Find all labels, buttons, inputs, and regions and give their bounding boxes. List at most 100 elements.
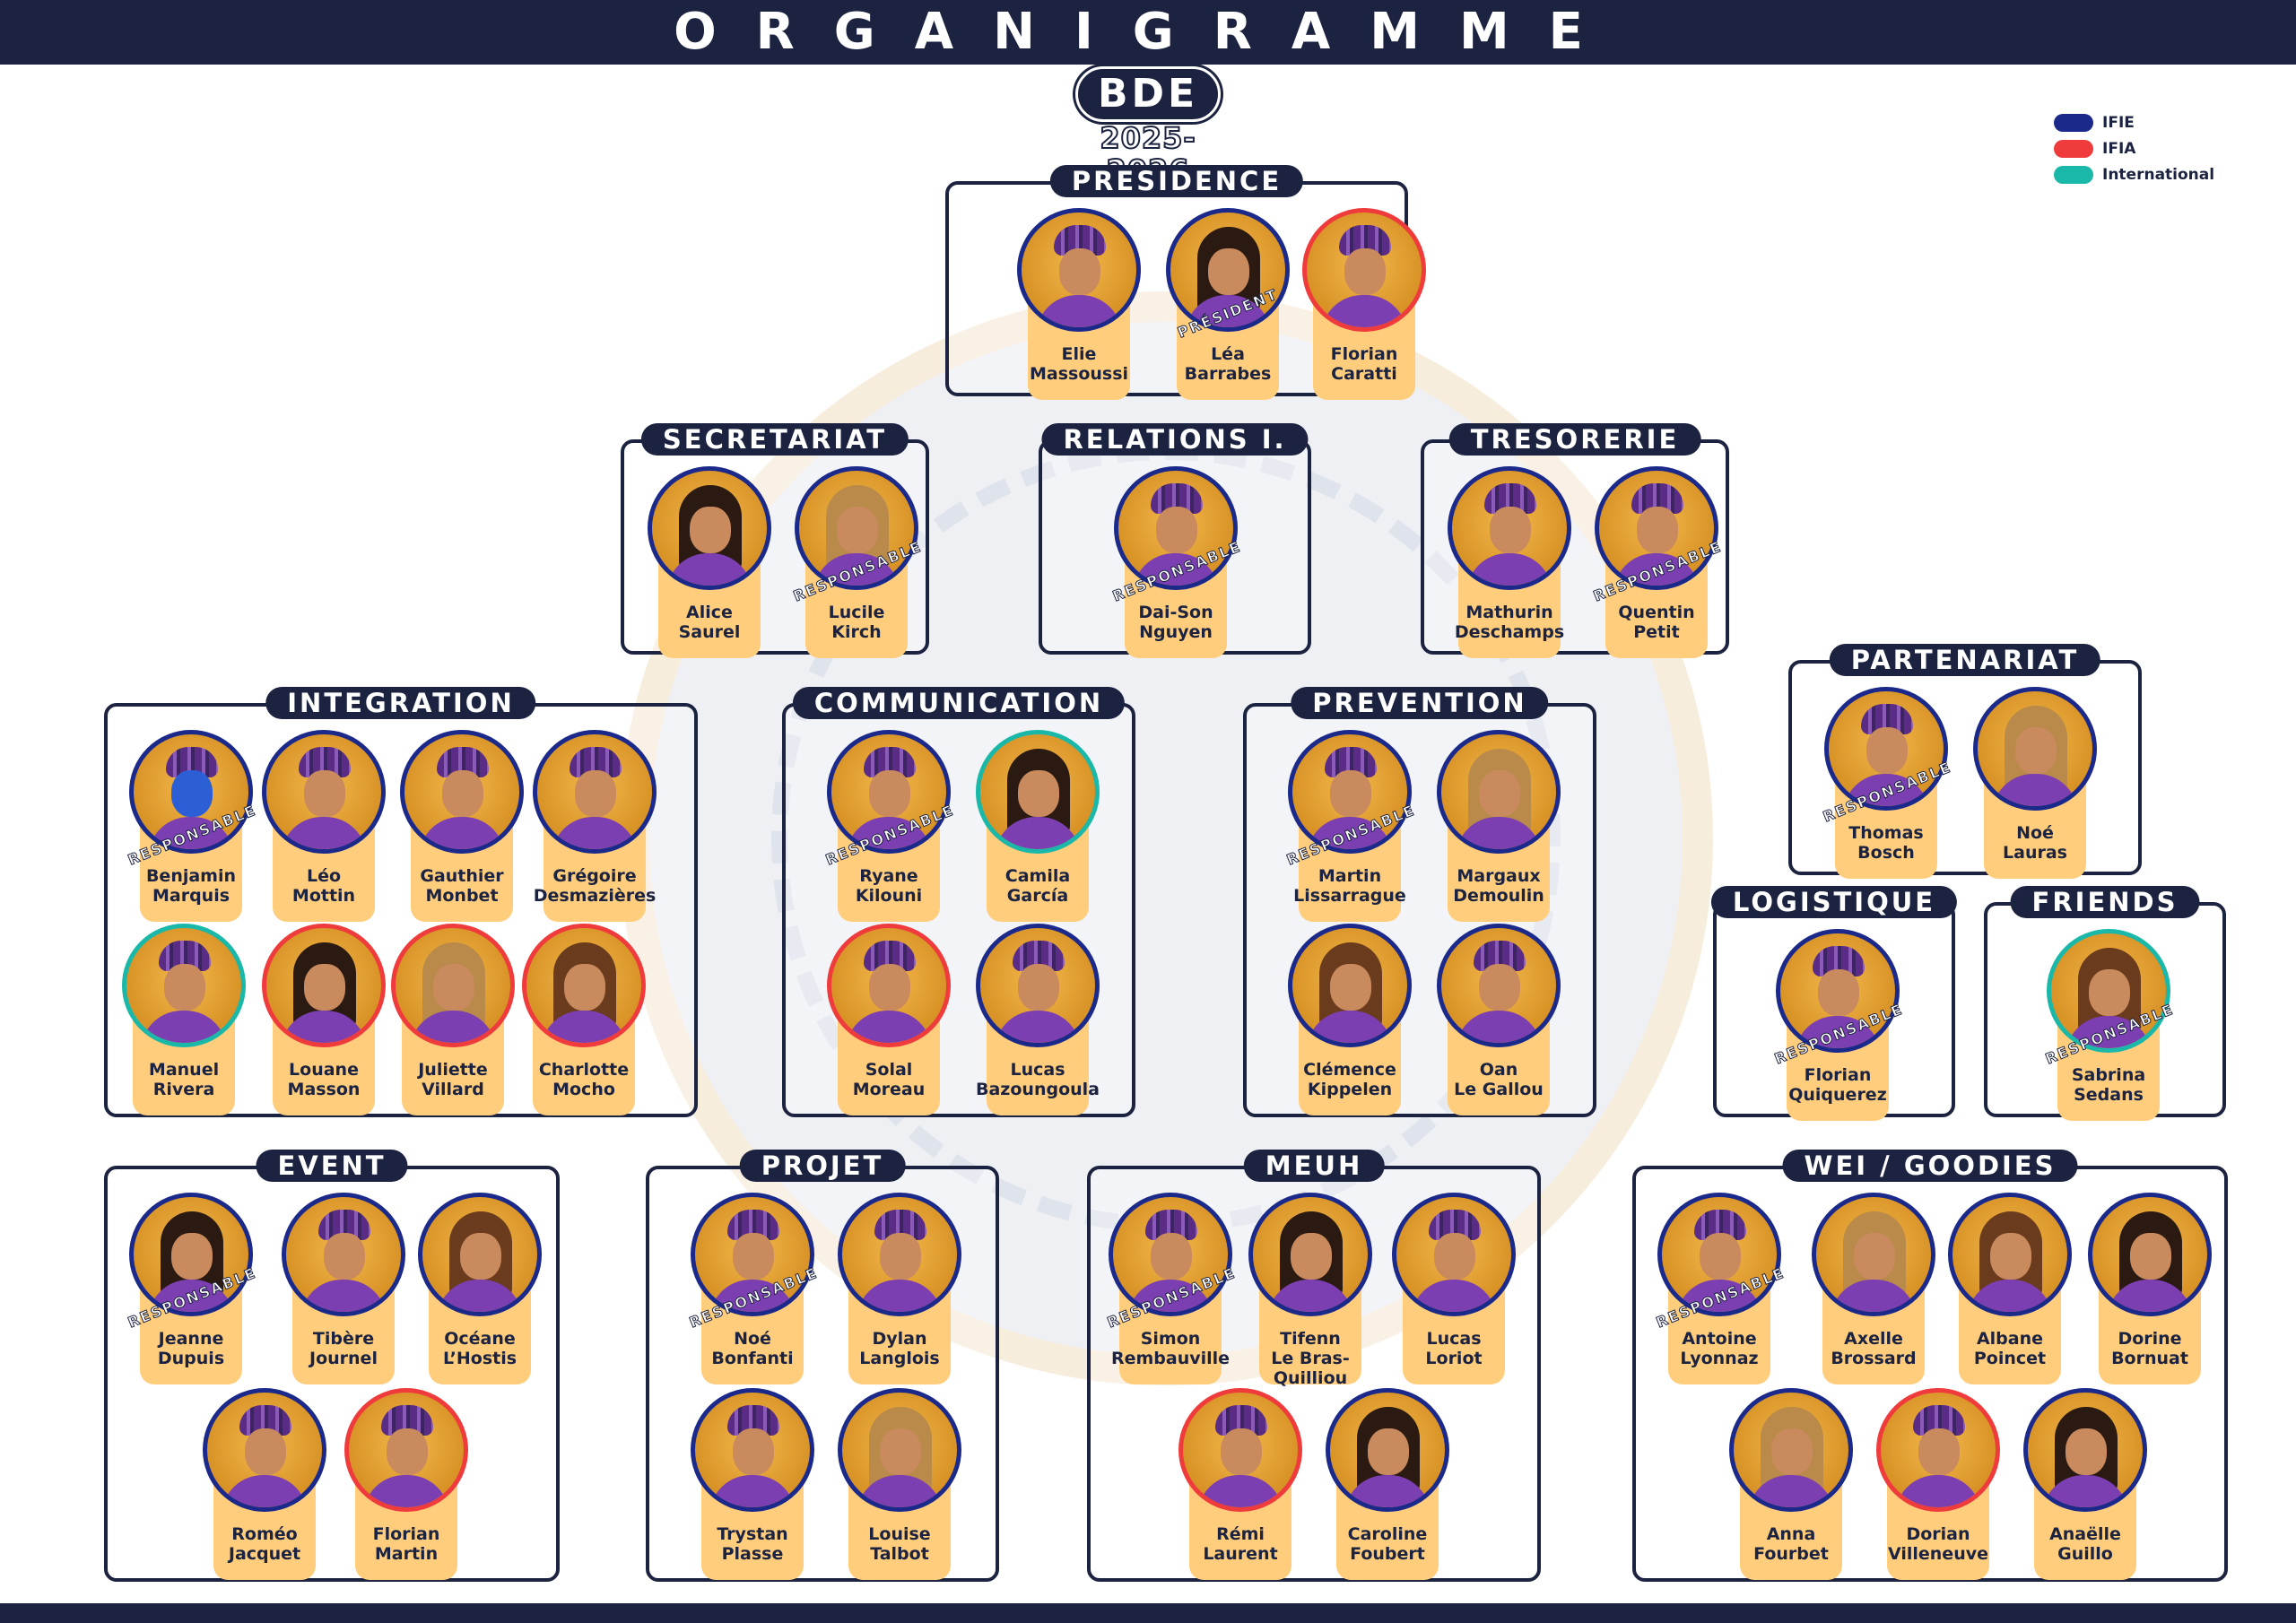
member-first-name: Tibère [312,1329,375,1349]
member-last-name: Le Gallou [1454,1080,1544,1099]
member-last-name: Bosch [1857,843,1915,863]
legend: IFIE IFIA International [2054,109,2214,187]
robe-shape [222,1475,308,1507]
team-title: LOGISTIQUE [1710,886,1958,918]
face-shape [460,1233,501,1280]
member-last-name: Mottin [291,886,356,906]
face-shape [442,770,483,817]
robe-shape [857,1280,943,1312]
team-title: MEUH [1243,1150,1385,1182]
team-title: RELATIONS I. [1041,423,1309,456]
member-first-name: Solal [865,1060,913,1080]
legend-label-ifia: IFIA [2102,139,2136,158]
member-first-name: Trystan [717,1524,788,1544]
member-first-name: Jeanne [158,1329,224,1349]
member-photo [1948,1193,2072,1316]
face-shape [387,1428,428,1475]
member-first-name: Oan [1479,1060,1518,1080]
member-last-name: Mocho [552,1080,615,1099]
face-shape [324,1233,365,1280]
face-shape [837,507,878,553]
bottom-bar [0,1603,2296,1623]
robe-shape [141,1011,227,1043]
member-last-name: Foubert [1350,1544,1425,1564]
member-last-name: Marquis [152,886,230,906]
member-first-name: Tifenn [1280,1329,1341,1349]
face-shape [1221,1428,1262,1475]
member-last-name: Le Bras-Quilliou [1271,1349,1350,1388]
member-photo [976,924,1100,1047]
robe-shape [552,817,638,849]
member-first-name: Quentin [1618,603,1695,622]
face-shape [1818,969,1859,1016]
member-photo [203,1388,326,1512]
team-title: PARTENARIAT [1829,644,2101,676]
face-shape [1866,727,1908,774]
member-first-name: Louane [289,1060,359,1080]
team-title: COMMUNICATION [792,687,1126,719]
member-last-name: Rivera [152,1080,215,1099]
member-photo [1437,924,1561,1047]
member-last-name: Poincet [1973,1349,2047,1368]
member-photo [1302,208,1426,332]
face-shape [564,964,605,1011]
member-first-name: Thomas [1848,823,1924,843]
bde-logo: BDE 2025-2026 [1058,66,1238,187]
member-last-name: García [1006,886,1069,906]
member-first-name: Simon [1140,1329,1201,1349]
member-last-name: Villeneuve [1887,1544,1988,1564]
face-shape [2130,1233,2171,1280]
member-first-name: Dai-Son [1138,603,1213,622]
member-first-name: Mathurin [1465,603,1553,622]
member-photo [533,730,657,854]
member-last-name: Lyonnaz [1680,1349,1759,1368]
face-shape [1208,248,1249,295]
member-photo [691,1193,814,1316]
face-shape [171,770,213,817]
member-first-name: Lucas [1010,1060,1065,1080]
member-last-name: Massoussi [1029,364,1129,384]
face-shape [1156,507,1197,553]
member-last-name: Talbot [870,1544,929,1564]
face-shape [171,1233,213,1280]
member-last-name: Jacquet [228,1544,301,1564]
member-last-name: Loriot [1425,1349,1483,1368]
face-shape [1918,1428,1960,1475]
member-photo [391,924,515,1047]
face-shape [733,1233,774,1280]
member-first-name: Margaux [1457,866,1541,886]
face-shape [880,1428,921,1475]
member-first-name: Albane [1976,1329,2044,1349]
member-photo [262,730,386,854]
member-last-name: Journel [309,1349,378,1368]
